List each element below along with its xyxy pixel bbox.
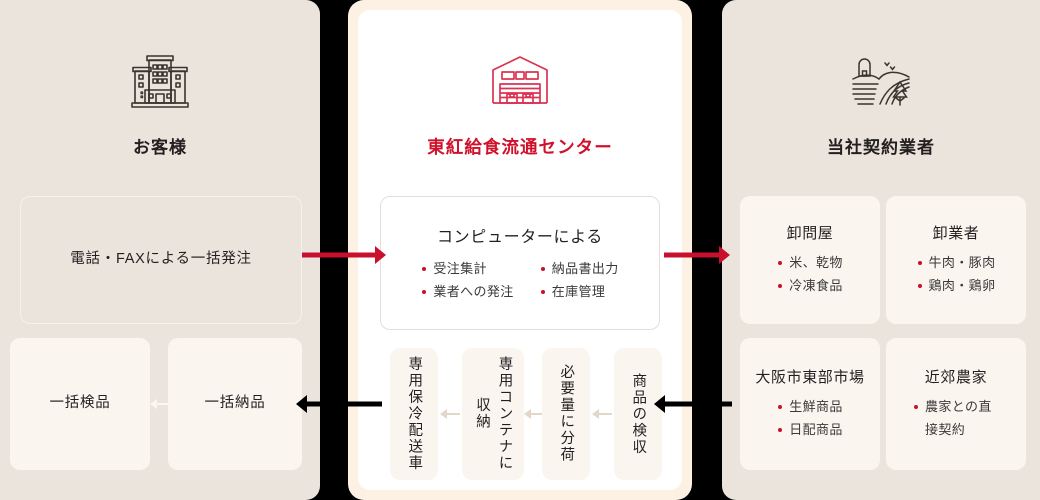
computer-system-box: コンピューターによる 受注集計 業者への発注 納品書出力 在庫管理: [380, 196, 660, 330]
customer-panel-title: お客様: [132, 138, 188, 157]
center-panel-header: 東紅給食流通センター: [358, 46, 682, 157]
process-step-goods-inspection: 商品の検収: [614, 348, 662, 480]
supplier-card-market: 大阪市東部市場 生鮮商品 日配商品: [740, 338, 880, 470]
process-step-label: 商品の検収: [630, 372, 647, 456]
customer-delivery-label: 一括納品: [204, 395, 266, 412]
arrow-inspection-to-portioning: [592, 404, 612, 424]
arrow-line: [447, 413, 460, 415]
list-item: 受注集計: [421, 258, 513, 281]
arrow-line: [306, 401, 382, 407]
arrow-head-icon: [440, 409, 447, 419]
supplier-card-items: 牛肉・豚肉 鶏肉・鶏卵: [917, 252, 996, 298]
process-step-portioning: 必要量に分荷: [542, 348, 590, 480]
list-item: 生鮮商品: [777, 396, 843, 419]
list-item: 日配商品: [777, 419, 843, 442]
list-item: 業者への発注: [421, 281, 513, 304]
process-step-container-storage: 専用コンテナに収納: [462, 348, 524, 480]
office-building-icon: [0, 46, 320, 123]
list-item: 納品書出力: [540, 258, 619, 281]
arrow-line: [599, 413, 612, 415]
suppliers-panel-title: 当社契約業者: [826, 138, 936, 157]
arrow-supply-to-center: [654, 392, 732, 416]
supplier-card-title: 大阪市東部市場: [755, 369, 865, 387]
distribution-center-panel: 東紅給食流通センター コンピューターによる 受注集計 業者への発注 納品書出力 …: [348, 0, 692, 500]
arrow-head-icon: [719, 246, 730, 264]
list-item: 鶏肉・鶏卵: [917, 275, 996, 298]
farm-field-icon: [722, 46, 1040, 123]
suppliers-panel: 当社契約業者 卸問屋 米、乾物 冷凍食品 卸業者 牛肉・豚肉 鶏肉・鶏卵 大阪市…: [722, 0, 1040, 500]
computer-system-list-left: 受注集計 業者への発注: [421, 258, 513, 304]
process-step-refrigerated-truck: 専用保冷配送車: [390, 348, 438, 480]
customer-panel-header: お客様: [0, 46, 320, 156]
arrow-portioning-to-container: [524, 404, 542, 424]
customer-inspection-box: 一括検品: [10, 338, 150, 470]
process-step-label: 必要量に分荷: [558, 364, 575, 464]
list-item: 農家との直接契約: [913, 396, 999, 442]
supplier-card-items: 米、乾物 冷凍食品: [777, 252, 843, 298]
arrow-line: [664, 401, 732, 407]
supplier-card-items: 農家との直接契約: [913, 396, 999, 442]
warehouse-icon: [358, 46, 682, 123]
arrow-line: [664, 252, 721, 258]
process-step-label: 専用保冷配送車: [406, 356, 423, 472]
customer-order-label: 電話・FAXによる一括発注: [70, 251, 252, 268]
arrow-head-icon: [654, 395, 665, 413]
center-panel-title: 東紅給食流通センター: [427, 137, 613, 157]
customer-delivery-box: 一括納品: [168, 338, 302, 470]
list-item: 米、乾物: [777, 252, 843, 275]
supplier-card-title: 卸業者: [932, 225, 980, 243]
arrow-head-icon: [592, 409, 599, 419]
arrow-order-to-suppliers: [664, 243, 730, 267]
distribution-center-card: 東紅給食流通センター コンピューターによる 受注集計 業者への発注 納品書出力 …: [358, 10, 682, 490]
arrow-line: [157, 403, 170, 405]
arrow-head-icon: [296, 395, 307, 413]
process-step-label: 専用コンテナに収納: [474, 356, 513, 472]
list-item: 牛肉・豚肉: [917, 252, 996, 275]
computer-system-list-right: 納品書出力 在庫管理: [540, 258, 619, 304]
supplier-card-distributor: 卸業者 牛肉・豚肉 鶏肉・鶏卵: [886, 196, 1026, 324]
customer-inspection-label: 一括検品: [49, 395, 111, 412]
arrow-delivery-to-customer: [296, 392, 382, 416]
suppliers-panel-header: 当社契約業者: [722, 46, 1040, 156]
supplier-card-local-farms: 近郊農家 農家との直接契約: [886, 338, 1026, 470]
computer-system-heading: コンピューターによる: [437, 228, 603, 246]
supplier-card-title: 卸問屋: [786, 225, 834, 243]
customer-order-box: 電話・FAXによる一括発注: [20, 196, 302, 324]
arrow-head-icon: [150, 399, 157, 409]
supplier-card-wholesaler: 卸問屋 米、乾物 冷凍食品: [740, 196, 880, 324]
arrow-delivery-to-inspection: [150, 394, 170, 414]
supplier-card-items: 生鮮商品 日配商品: [777, 396, 843, 442]
arrow-head-icon: [375, 246, 386, 264]
arrow-container-to-truck: [440, 404, 460, 424]
arrow-head-icon: [524, 409, 531, 419]
arrow-line: [531, 413, 542, 415]
computer-system-lists: 受注集計 業者への発注 納品書出力 在庫管理: [421, 258, 618, 304]
list-item: 在庫管理: [540, 281, 619, 304]
list-item: 冷凍食品: [777, 275, 843, 298]
arrow-line: [302, 252, 377, 258]
customer-panel: お客様 電話・FAXによる一括発注 一括検品 一括納品: [0, 0, 320, 500]
supplier-card-title: 近郊農家: [924, 369, 988, 387]
arrow-order-to-center: [302, 243, 386, 267]
